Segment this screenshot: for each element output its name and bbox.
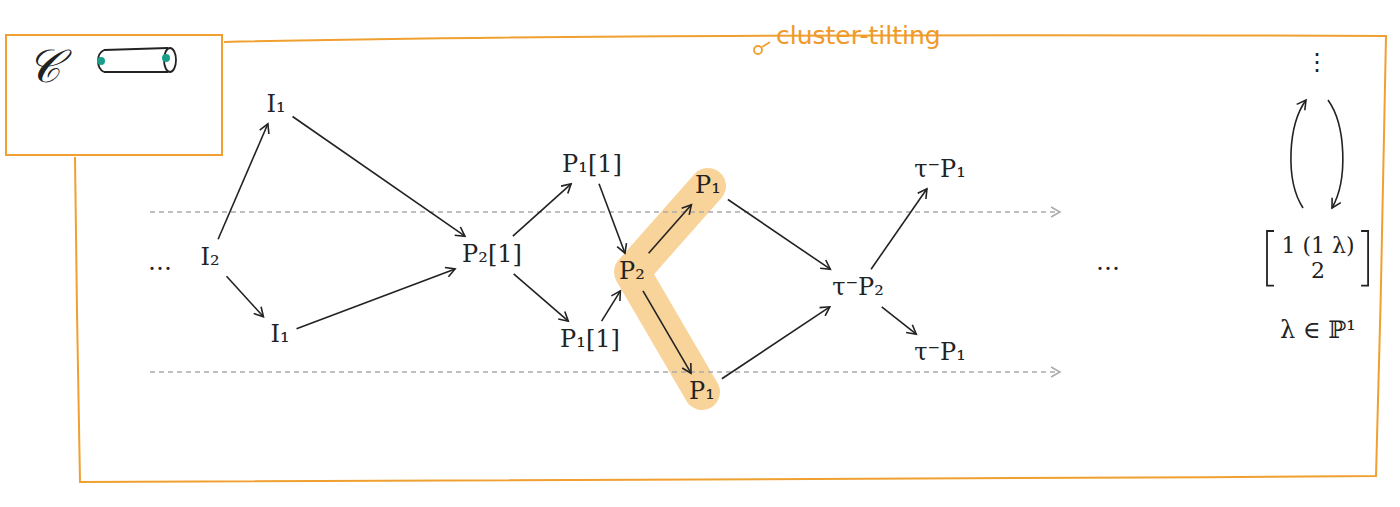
node-text: P₁ bbox=[695, 172, 721, 200]
module-vertex: P₁[1] bbox=[558, 149, 626, 181]
dashed-line bbox=[150, 371, 1060, 372]
quiver-arrow bbox=[599, 184, 625, 253]
quiver-arrow bbox=[871, 189, 927, 269]
dashed-line bbox=[150, 211, 1060, 212]
node-text: 1 (1 λ) bbox=[1281, 233, 1354, 258]
quiver-arrow bbox=[218, 124, 268, 239]
quiver-arrow bbox=[728, 200, 830, 270]
bracket-left bbox=[1267, 231, 1274, 286]
quiver-arrow bbox=[882, 307, 917, 334]
node-text: P₁[1] bbox=[560, 326, 620, 354]
module-vertex: I₂ bbox=[196, 242, 223, 274]
module-vertex: I₁ bbox=[262, 89, 289, 121]
tube-module: 1 (1 λ)2 bbox=[1265, 229, 1370, 288]
ellipsis: … bbox=[1096, 249, 1120, 275]
node-text: I₂ bbox=[200, 244, 219, 272]
module-vertex: P₁[1] bbox=[556, 324, 624, 356]
module-vertex: τ⁻P₁ bbox=[910, 154, 970, 186]
frame-outline bbox=[75, 35, 1386, 482]
node-text: τ⁻P₁ bbox=[914, 339, 966, 367]
module-vertex: P₁ bbox=[691, 170, 725, 202]
quiver-arrow bbox=[602, 291, 621, 321]
parameter-label: λ ∈ ℙ¹ bbox=[1280, 317, 1356, 343]
ellipsis: … bbox=[148, 249, 172, 275]
cluster-tilting-highlight bbox=[632, 186, 708, 392]
node-text: P₁ bbox=[689, 378, 715, 406]
module-vertex: τ⁻P₁ bbox=[910, 337, 970, 369]
node-text: 2 bbox=[1281, 258, 1354, 283]
module-vertex: P₂ bbox=[615, 256, 649, 288]
quiver-arrow bbox=[297, 269, 456, 329]
tube-arrow bbox=[1328, 100, 1343, 208]
quiver-arrow bbox=[514, 274, 569, 321]
bracket-right bbox=[1362, 231, 1369, 286]
node-text: I₁ bbox=[270, 321, 289, 349]
module-vertex: P₁ bbox=[685, 376, 719, 408]
module-vertex: I₁ bbox=[266, 319, 293, 351]
node-text: τ⁻P₂ bbox=[832, 274, 884, 302]
node-text: P₂[1] bbox=[462, 241, 522, 269]
node-text: τ⁻P₁ bbox=[914, 156, 966, 184]
cylinder-symbol bbox=[97, 48, 176, 72]
module-vertex: P₂[1] bbox=[458, 239, 526, 271]
annotation: cluster-tilting bbox=[776, 22, 941, 50]
tube-arrow bbox=[1291, 100, 1306, 208]
quiver-arrow bbox=[513, 184, 571, 236]
category-box: 𝒞 bbox=[5, 34, 223, 156]
node-text: I₁ bbox=[266, 91, 285, 119]
quiver-arrow bbox=[649, 205, 692, 253]
node-text: P₁[1] bbox=[562, 151, 622, 179]
ellipsis: ⋮ bbox=[1305, 49, 1329, 75]
quiver-arrow bbox=[293, 116, 465, 236]
quiver-arrow bbox=[722, 307, 830, 379]
quiver-arrow bbox=[643, 291, 691, 373]
node-text: 𝒞 bbox=[27, 40, 221, 93]
module-vertex: τ⁻P₂ bbox=[828, 272, 888, 304]
pointer-mark bbox=[754, 42, 770, 54]
quiver-arrow bbox=[227, 276, 264, 317]
node-text: P₂ bbox=[619, 258, 645, 286]
